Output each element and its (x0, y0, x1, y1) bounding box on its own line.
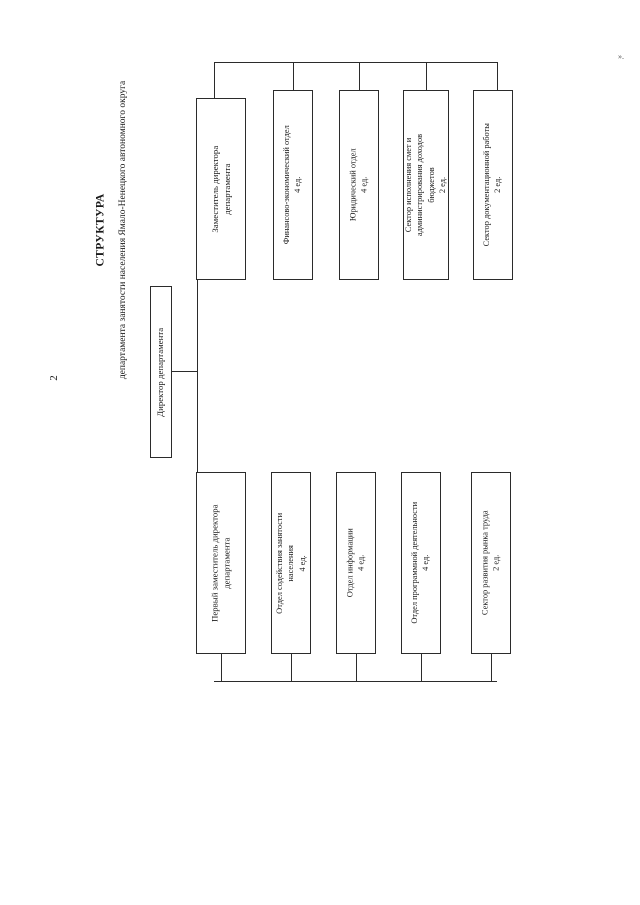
org-node-labor-market-sector: Сектор развития рынка труда 2 ед. (471, 472, 511, 654)
connector-tick-upper-2 (359, 62, 360, 90)
page-heading: СТРУКТУРА департамента занятости населен… (78, 30, 138, 430)
connector-tick-upper-head (214, 62, 215, 98)
org-node-legal-dept: Юридический отдел 4 ед. (339, 90, 379, 280)
connector-rail-upper (214, 62, 497, 63)
page-subtitle-text: департамента занятости населения Ямало-Н… (118, 80, 129, 380)
org-node-deputy-director-label: Заместитель директора департамента (209, 145, 232, 233)
org-node-documentation-sector: Сектор документационной работы 2 ед. (473, 90, 513, 280)
org-node-employment-promotion-dept: Отдел содействия занятости населения 4 е… (271, 472, 311, 654)
connector-tick-upper-3 (426, 62, 427, 90)
org-node-financial-economic-dept-label: Финансово-экономический отдел 4 ед. (282, 125, 303, 245)
org-node-financial-economic-dept: Финансово-экономический отдел 4 ед. (273, 90, 313, 280)
connector-tick-lower-2 (356, 654, 357, 681)
org-node-budget-execution-sector-label: Сектор исполнения смет и администрирован… (404, 133, 447, 237)
connector-rail-lower (214, 681, 497, 682)
connector-tick-lower-1 (291, 654, 292, 681)
org-node-director-label: Директор департамента (155, 327, 166, 417)
org-node-program-activity-dept: Отдел программной деятельности 4 ед. (401, 472, 441, 654)
org-node-documentation-sector-label: Сектор документационной работы 2 ед. (482, 123, 503, 247)
page-number-text: 2 (48, 375, 60, 381)
org-node-employment-promotion-dept-label: Отдел содействия занятости населения 4 е… (274, 512, 307, 614)
connector-tick-lower-3 (421, 654, 422, 681)
org-node-first-deputy-director: Первый заместитель директора департамент… (196, 472, 246, 654)
connector-tick-lower-head (221, 654, 222, 681)
org-node-information-dept: Отдел информации 4 ед. (336, 472, 376, 654)
connector-tick-upper-1 (293, 62, 294, 90)
connector-vertical-spine (197, 189, 198, 563)
org-node-labor-market-sector-label: Сектор развития рынка труда 2 ед. (480, 510, 501, 616)
page-subtitle: департамента занятости населения Ямало-Н… (112, 30, 134, 430)
page-number: 2 (34, 358, 74, 398)
org-node-director: Директор департамента (150, 286, 172, 458)
connector-root-to-spine (172, 371, 197, 372)
connector-tick-lower-4 (491, 654, 492, 681)
org-node-first-deputy-director-label: Первый заместитель директора департамент… (209, 504, 232, 622)
org-node-budget-execution-sector: Сектор исполнения смет и администрирован… (403, 90, 449, 280)
connector-tick-upper-4 (497, 62, 498, 90)
org-node-information-dept-label: Отдел информации 4 ед. (345, 528, 366, 598)
corner-mark: ». (618, 52, 624, 61)
page-title-text: СТРУКТУРА (95, 193, 107, 267)
org-node-legal-dept-label: Юридический отдел 4 ед. (348, 148, 369, 222)
org-node-program-activity-dept-label: Отдел программной деятельности 4 ед. (410, 502, 431, 624)
page-title: СТРУКТУРА (90, 30, 112, 430)
org-node-deputy-director: Заместитель директора департамента (196, 98, 246, 280)
